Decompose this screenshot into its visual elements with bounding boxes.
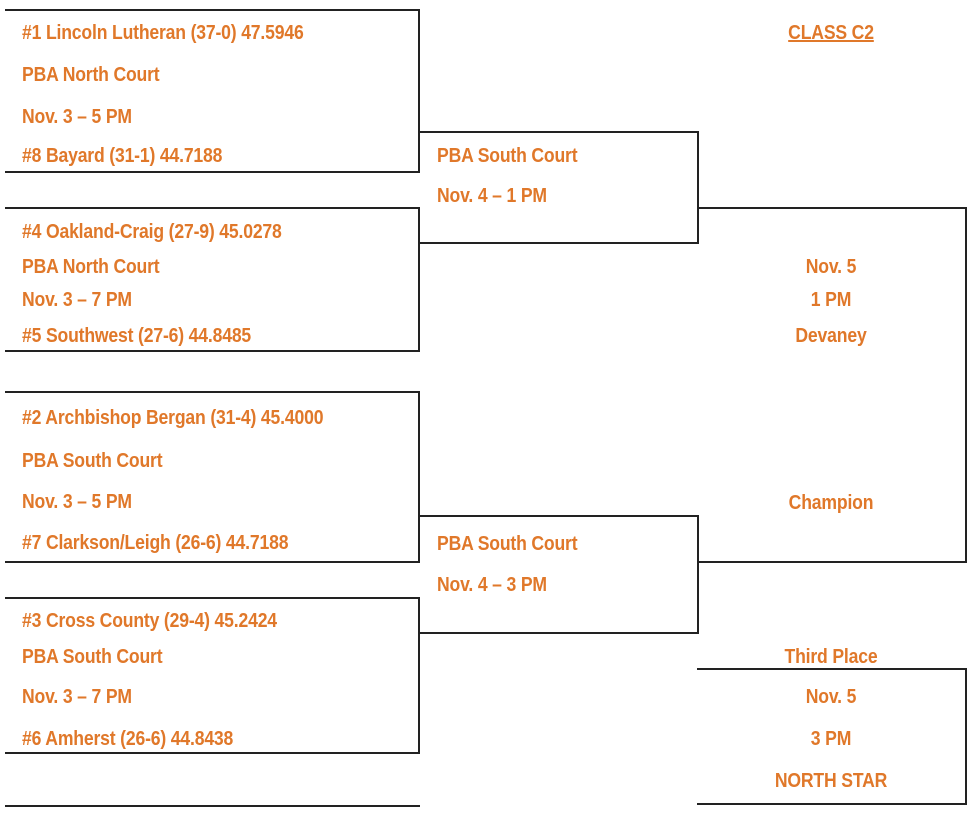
bracket-line bbox=[697, 515, 699, 634]
team-b: #7 Clarkson/Leigh (26-6) 44.7188 bbox=[22, 532, 289, 554]
semifinal-site: PBA South Court bbox=[437, 145, 578, 167]
team-a: #2 Archbishop Bergan (31-4) 45.4000 bbox=[22, 407, 324, 429]
bracket-line bbox=[5, 207, 420, 209]
team-b: #6 Amherst (26-6) 44.8438 bbox=[22, 728, 234, 750]
game-site: PBA North Court bbox=[22, 256, 160, 278]
game-site: PBA South Court bbox=[22, 450, 163, 472]
class-title: CLASS C2 bbox=[788, 22, 874, 44]
bracket-line bbox=[5, 391, 420, 393]
semifinal-time: Nov. 4 – 1 PM bbox=[437, 185, 547, 207]
bracket-line bbox=[418, 515, 699, 517]
bracket-line bbox=[697, 561, 967, 563]
final-date: Nov. 5 bbox=[805, 256, 857, 278]
bracket-line bbox=[5, 350, 420, 352]
bracket-line bbox=[5, 171, 420, 173]
bracket-line bbox=[697, 803, 967, 805]
bracket-line bbox=[697, 668, 967, 670]
bracket-line bbox=[418, 9, 420, 173]
final-site: Devaney bbox=[795, 325, 867, 347]
game-time: Nov. 3 – 5 PM bbox=[22, 491, 132, 513]
champion-label: Champion bbox=[788, 492, 874, 514]
third-place-site: NORTH STAR bbox=[774, 770, 888, 792]
semifinal-site: PBA South Court bbox=[437, 533, 578, 555]
team-a: #3 Cross County (29-4) 45.2424 bbox=[22, 610, 277, 632]
game-time: Nov. 3 – 7 PM bbox=[22, 686, 132, 708]
team-b: #5 Southwest (27-6) 44.8485 bbox=[22, 325, 252, 347]
team-a: #1 Lincoln Lutheran (37-0) 47.5946 bbox=[22, 22, 304, 44]
bracket-line bbox=[5, 597, 420, 599]
team-b: #8 Bayard (31-1) 44.7188 bbox=[22, 145, 223, 167]
bracket-line bbox=[418, 242, 699, 244]
bracket-line bbox=[418, 391, 420, 563]
game-time: Nov. 3 – 5 PM bbox=[22, 106, 132, 128]
third-place-time: 3 PM bbox=[810, 728, 852, 750]
bracket-line bbox=[418, 597, 420, 754]
bracket-line bbox=[965, 668, 967, 805]
bracket-line bbox=[5, 9, 420, 11]
bracket-line bbox=[418, 207, 420, 352]
game-site: PBA North Court bbox=[22, 64, 160, 86]
semifinal-time: Nov. 4 – 3 PM bbox=[437, 574, 547, 596]
third-place-date: Nov. 5 bbox=[805, 686, 857, 708]
final-time: 1 PM bbox=[810, 289, 852, 311]
third-place-label: Third Place bbox=[784, 646, 878, 668]
game-site: PBA South Court bbox=[22, 646, 163, 668]
team-a: #4 Oakland-Craig (27-9) 45.0278 bbox=[22, 221, 282, 243]
bracket-line bbox=[965, 207, 967, 563]
bracket-line bbox=[5, 752, 420, 754]
bracket-line bbox=[5, 805, 420, 807]
bracket-line bbox=[5, 561, 420, 563]
bracket-line bbox=[697, 207, 967, 209]
bracket-line bbox=[418, 131, 699, 133]
game-time: Nov. 3 – 7 PM bbox=[22, 289, 132, 311]
bracket-line bbox=[697, 131, 699, 244]
bracket-line bbox=[418, 632, 699, 634]
